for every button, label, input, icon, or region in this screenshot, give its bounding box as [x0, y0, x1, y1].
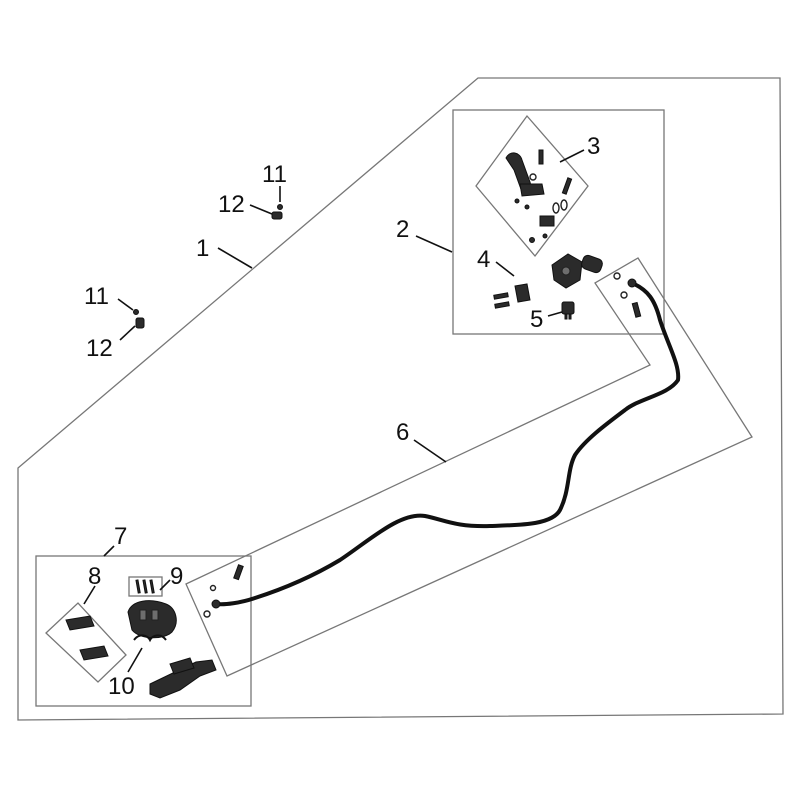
leader-12b — [119, 325, 136, 341]
brake-pad-subframe-8 — [45, 602, 127, 683]
callout-12-left: 12 — [86, 335, 113, 362]
master-cylinder-frame-2 — [452, 109, 665, 335]
lever-pivot-parts-icon — [529, 199, 568, 243]
leader-11b — [117, 298, 134, 311]
lever-subframe-3 — [475, 114, 589, 258]
brake-lever-icon — [505, 149, 573, 210]
clamp-icon — [493, 283, 531, 309]
callout-11-top: 11 — [262, 161, 287, 188]
hose-bottom-fittings-icon — [203, 564, 244, 618]
leader-7 — [103, 545, 115, 557]
hose-frame-6 — [185, 257, 753, 677]
callout-10: 10 — [108, 673, 135, 700]
hose-top-fittings-icon — [613, 272, 642, 318]
leader-4 — [495, 261, 515, 277]
callout-7: 7 — [114, 523, 127, 550]
assembly-frame-1 — [17, 77, 784, 721]
hose-bottom-end-icon — [211, 599, 221, 609]
pins-icon — [135, 579, 155, 594]
pin-subframe-9 — [128, 576, 163, 597]
spring-clip-icon — [133, 634, 167, 643]
leader-9 — [159, 579, 171, 591]
leader-5 — [547, 311, 563, 317]
callout-2: 2 — [396, 216, 409, 243]
caliper-bracket-icon — [149, 657, 217, 699]
leader-12a — [249, 204, 273, 215]
leader-10 — [127, 647, 143, 673]
callout-3: 3 — [587, 133, 600, 160]
callout-4: 4 — [477, 246, 490, 273]
callout-12-top: 12 — [218, 191, 245, 218]
callout-9: 9 — [170, 563, 183, 590]
brake-pads-icon — [65, 615, 109, 661]
master-cylinder-icon — [551, 253, 603, 289]
hose-top-end-icon — [627, 278, 637, 288]
caliper-icon — [127, 600, 177, 639]
callout-5: 5 — [530, 306, 543, 333]
bleeder-screw-left-icon — [133, 309, 145, 329]
brake-hose — [214, 281, 681, 607]
callout-1: 1 — [196, 235, 209, 262]
callout-11-left: 11 — [84, 283, 109, 310]
leader-6 — [413, 439, 447, 463]
brake-switch-icon — [561, 301, 575, 320]
callout-8: 8 — [88, 563, 101, 590]
leader-3 — [559, 149, 585, 163]
callout-6: 6 — [396, 419, 409, 446]
bleeder-screw-top-icon — [271, 204, 283, 220]
caliper-frame-7 — [35, 555, 252, 707]
leader-2 — [415, 235, 453, 253]
leader-1 — [217, 247, 253, 269]
leader-8 — [83, 585, 96, 605]
